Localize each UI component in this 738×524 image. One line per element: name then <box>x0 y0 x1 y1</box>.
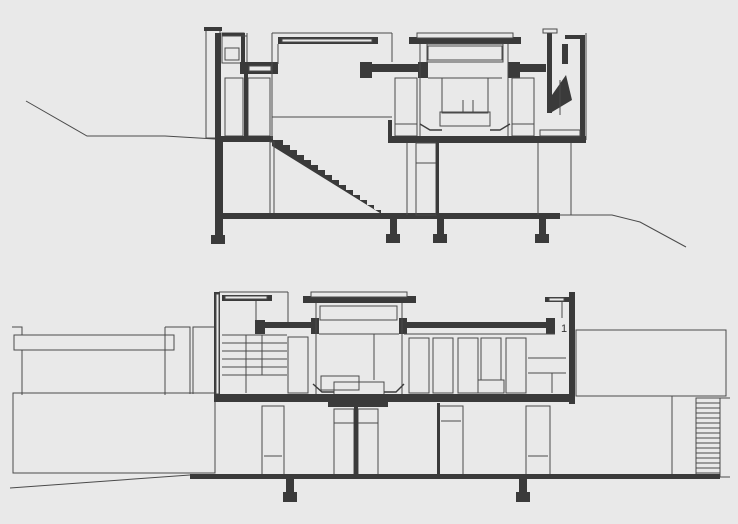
upper-section <box>25 27 687 248</box>
lower-ground-slab <box>190 474 720 479</box>
lantern-roof <box>409 37 521 44</box>
interior-stair <box>272 140 392 218</box>
lower-upper-floor-slab <box>214 394 575 402</box>
terrain-line-right <box>560 214 687 248</box>
lower-lantern-roof <box>303 296 416 303</box>
terrain-line-left <box>25 100 216 140</box>
lower-section: 1 <box>9 291 730 502</box>
left-annex-base <box>12 392 216 474</box>
right-upper-floor-slab <box>388 136 586 143</box>
marker-1: 1 <box>561 323 567 335</box>
ground-floor-slab <box>215 213 560 219</box>
upper-floor-slab <box>215 136 273 142</box>
terrain-line-lower-left <box>9 474 191 489</box>
left-annex-roof <box>13 334 175 351</box>
right-annex <box>575 329 727 397</box>
